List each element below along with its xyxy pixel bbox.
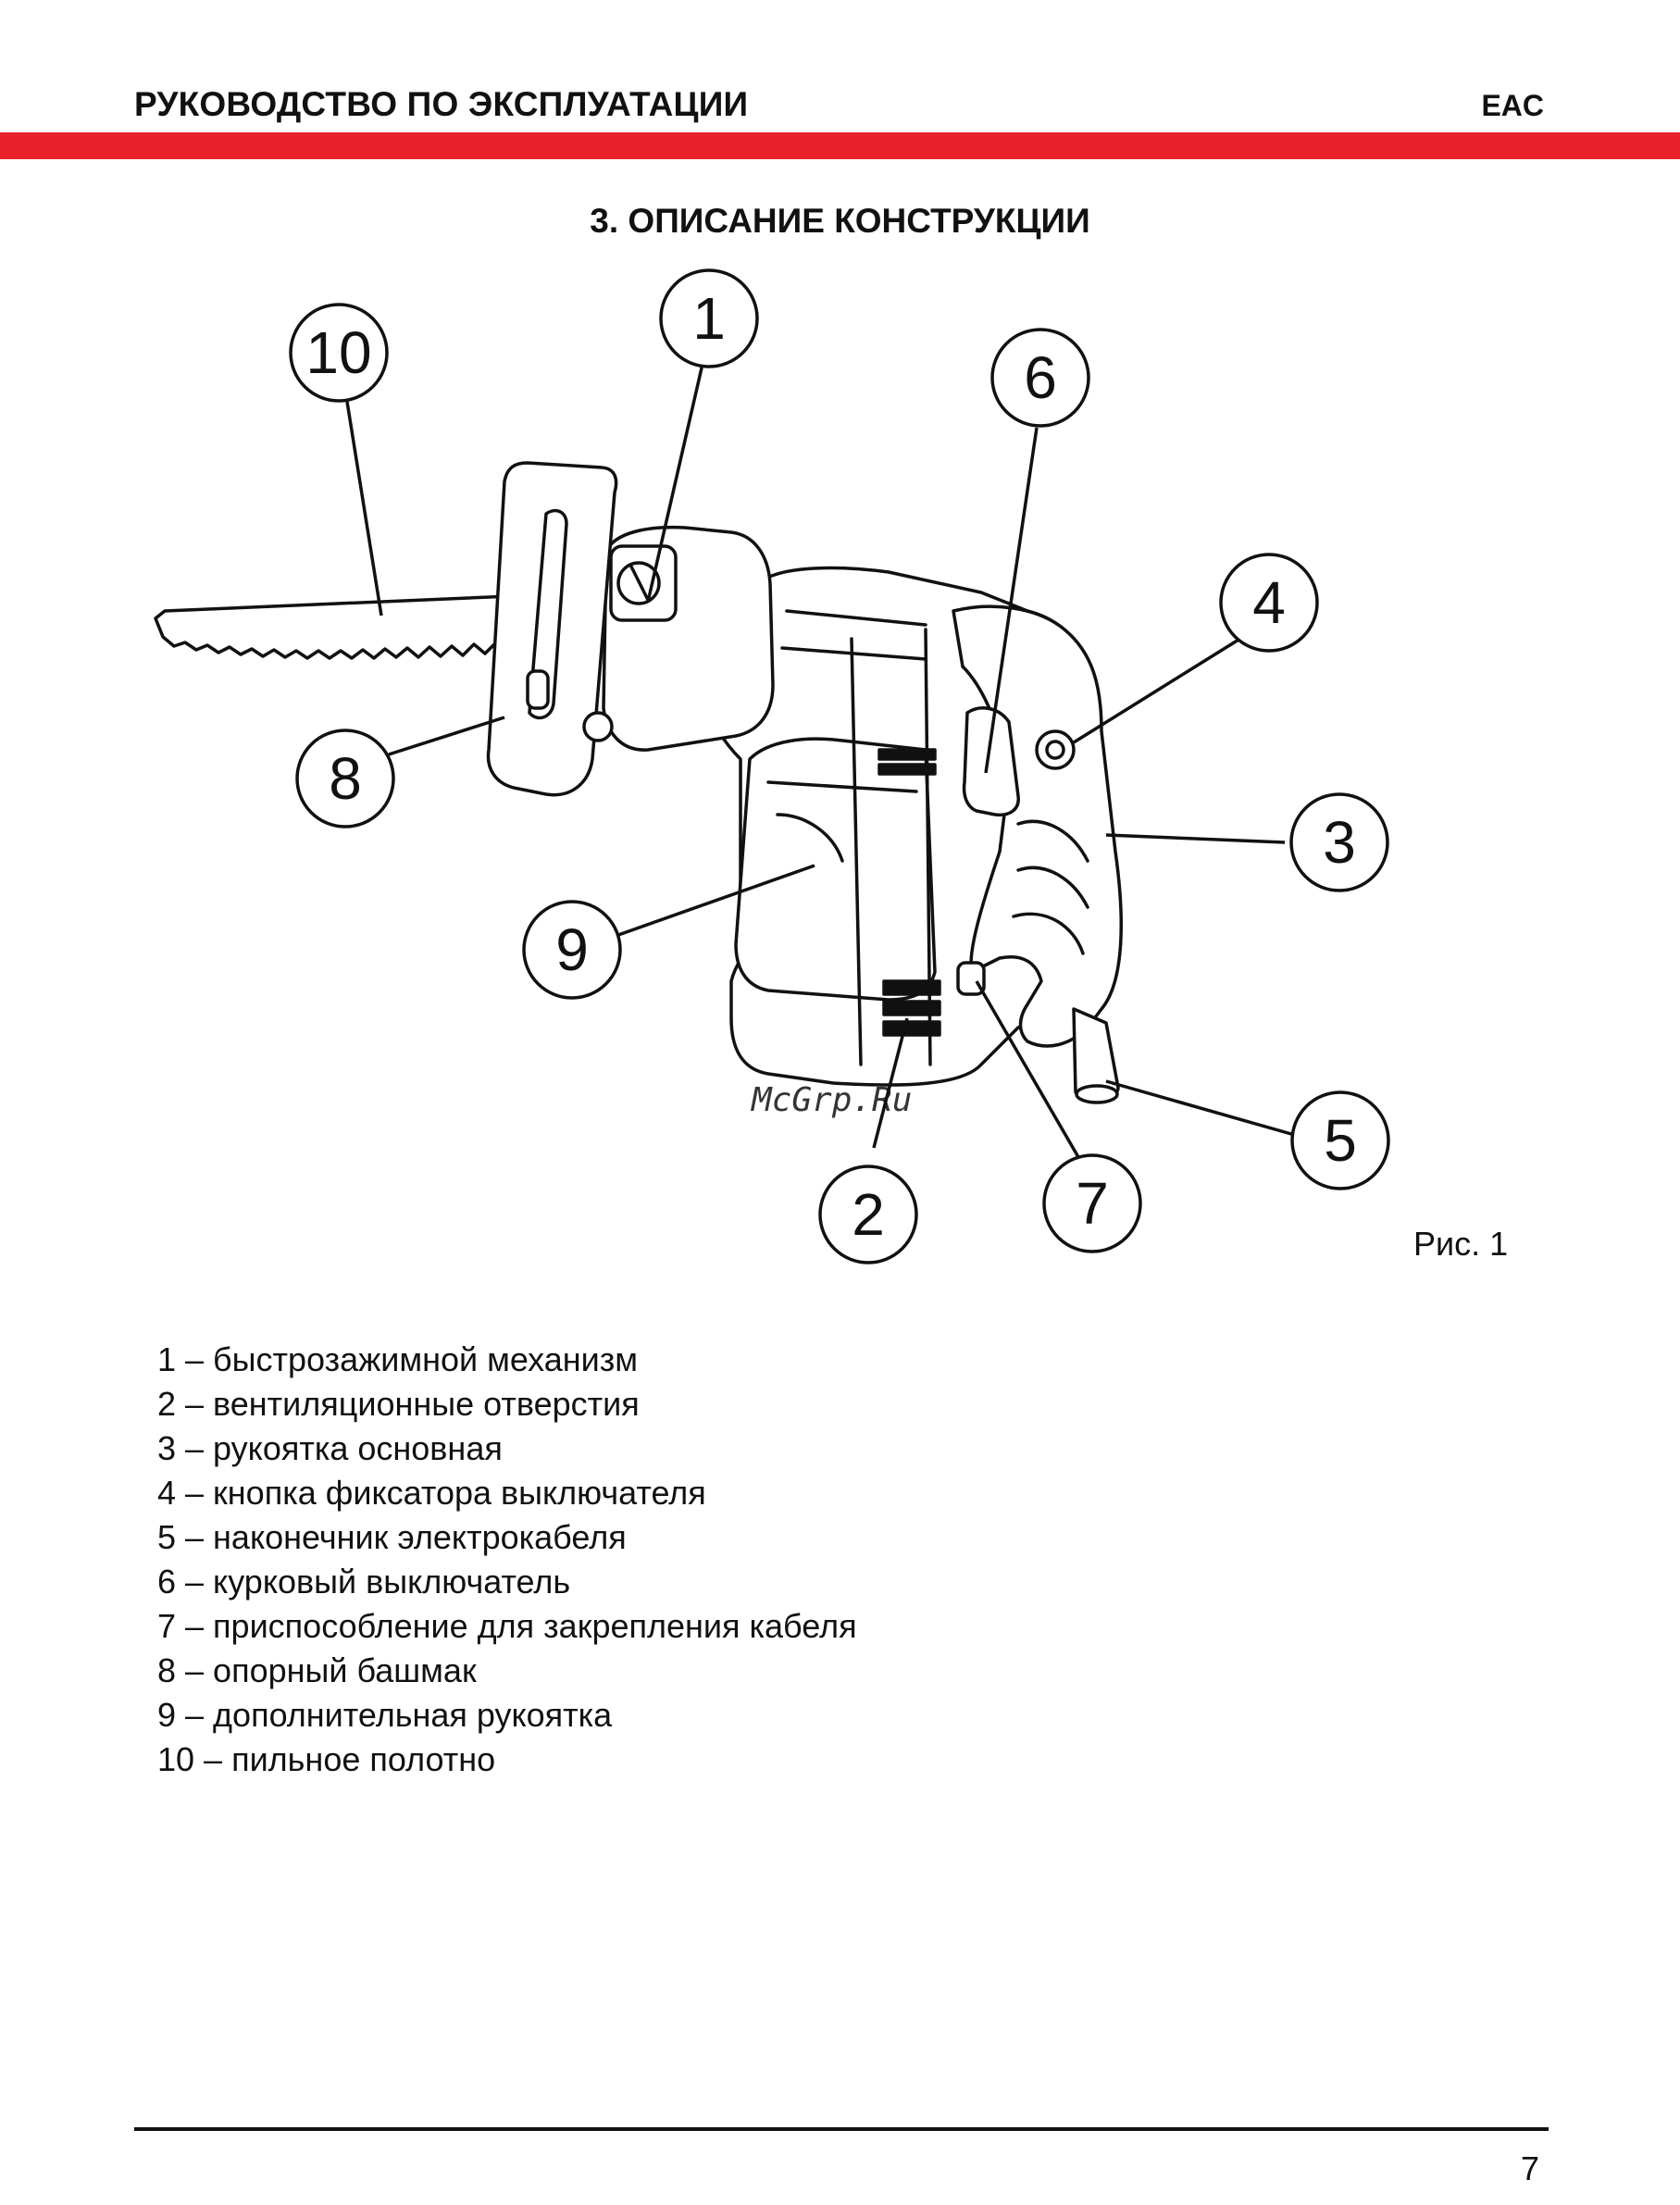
leader-lines [345, 351, 1292, 1158]
svg-text:4: 4 [1252, 569, 1286, 636]
auxiliary-handle [734, 737, 937, 1002]
page-number: 7 [1520, 2149, 1539, 2187]
callout-4: 4 [1219, 553, 1319, 653]
reciprocating-saw-diagram: 1 2 3 4 5 6 7 8 9 10 [154, 268, 1390, 1264]
support-shoe [486, 461, 618, 797]
legend-item: 6 – курковый выключатель [157, 1563, 571, 1601]
eac-badge: EAC [1481, 89, 1544, 122]
legend-item: 2 – вентиляционные отверстия [157, 1385, 640, 1423]
trigger [962, 706, 1020, 817]
cable-clamp [956, 961, 986, 996]
callout-5: 5 [1290, 1090, 1390, 1190]
callout-6: 6 [990, 328, 1090, 428]
legend-item: 8 – опорный башмак [157, 1651, 477, 1689]
legend-item: 3 – рукоятка основная [157, 1429, 503, 1467]
vent-slots [877, 748, 941, 1037]
svg-text:2: 2 [852, 1181, 885, 1248]
callout-9: 9 [522, 900, 622, 1000]
legend-item: 7 – приспособление для закрепления кабел… [157, 1607, 857, 1645]
header-title: РУКОВОДСТВО ПО ЭКСПЛУАТАЦИИ [134, 85, 749, 123]
watermark: McGrp.Ru [752, 1081, 913, 1119]
legend-item: 5 – наконечник электрокабеля [157, 1518, 627, 1556]
figure-caption: Рис. 1 [1413, 1225, 1509, 1263]
footer-rule [134, 2127, 1549, 2131]
callout-10: 10 [289, 303, 389, 403]
legend-item: 9 – дополнительная рукоятка [157, 1696, 613, 1734]
callout-2: 2 [818, 1165, 918, 1264]
callout-1: 1 [659, 268, 759, 368]
svg-text:3: 3 [1323, 809, 1356, 876]
legend-item: 4 – кнопка фиксатора выключателя [157, 1474, 706, 1512]
header-red-bar [0, 132, 1680, 159]
svg-text:8: 8 [329, 745, 362, 812]
svg-text:6: 6 [1024, 344, 1057, 411]
section-title: 3. ОПИСАНИЕ КОНСТРУКЦИИ [590, 202, 1090, 240]
callout-8: 8 [295, 729, 395, 828]
legend-item: 1 – быстрозажимной механизм [157, 1340, 638, 1378]
svg-text:1: 1 [692, 285, 726, 352]
legend-item: 10 – пильное полотно [157, 1740, 496, 1778]
svg-text:9: 9 [555, 916, 589, 983]
svg-text:10: 10 [305, 319, 371, 386]
parts-legend: 1 – быстрозажимной механизм 2 – вентиляц… [157, 1338, 857, 1782]
callout-3: 3 [1289, 792, 1389, 892]
svg-text:7: 7 [1076, 1170, 1109, 1237]
callout-7: 7 [1042, 1153, 1142, 1253]
svg-text:5: 5 [1324, 1107, 1357, 1174]
